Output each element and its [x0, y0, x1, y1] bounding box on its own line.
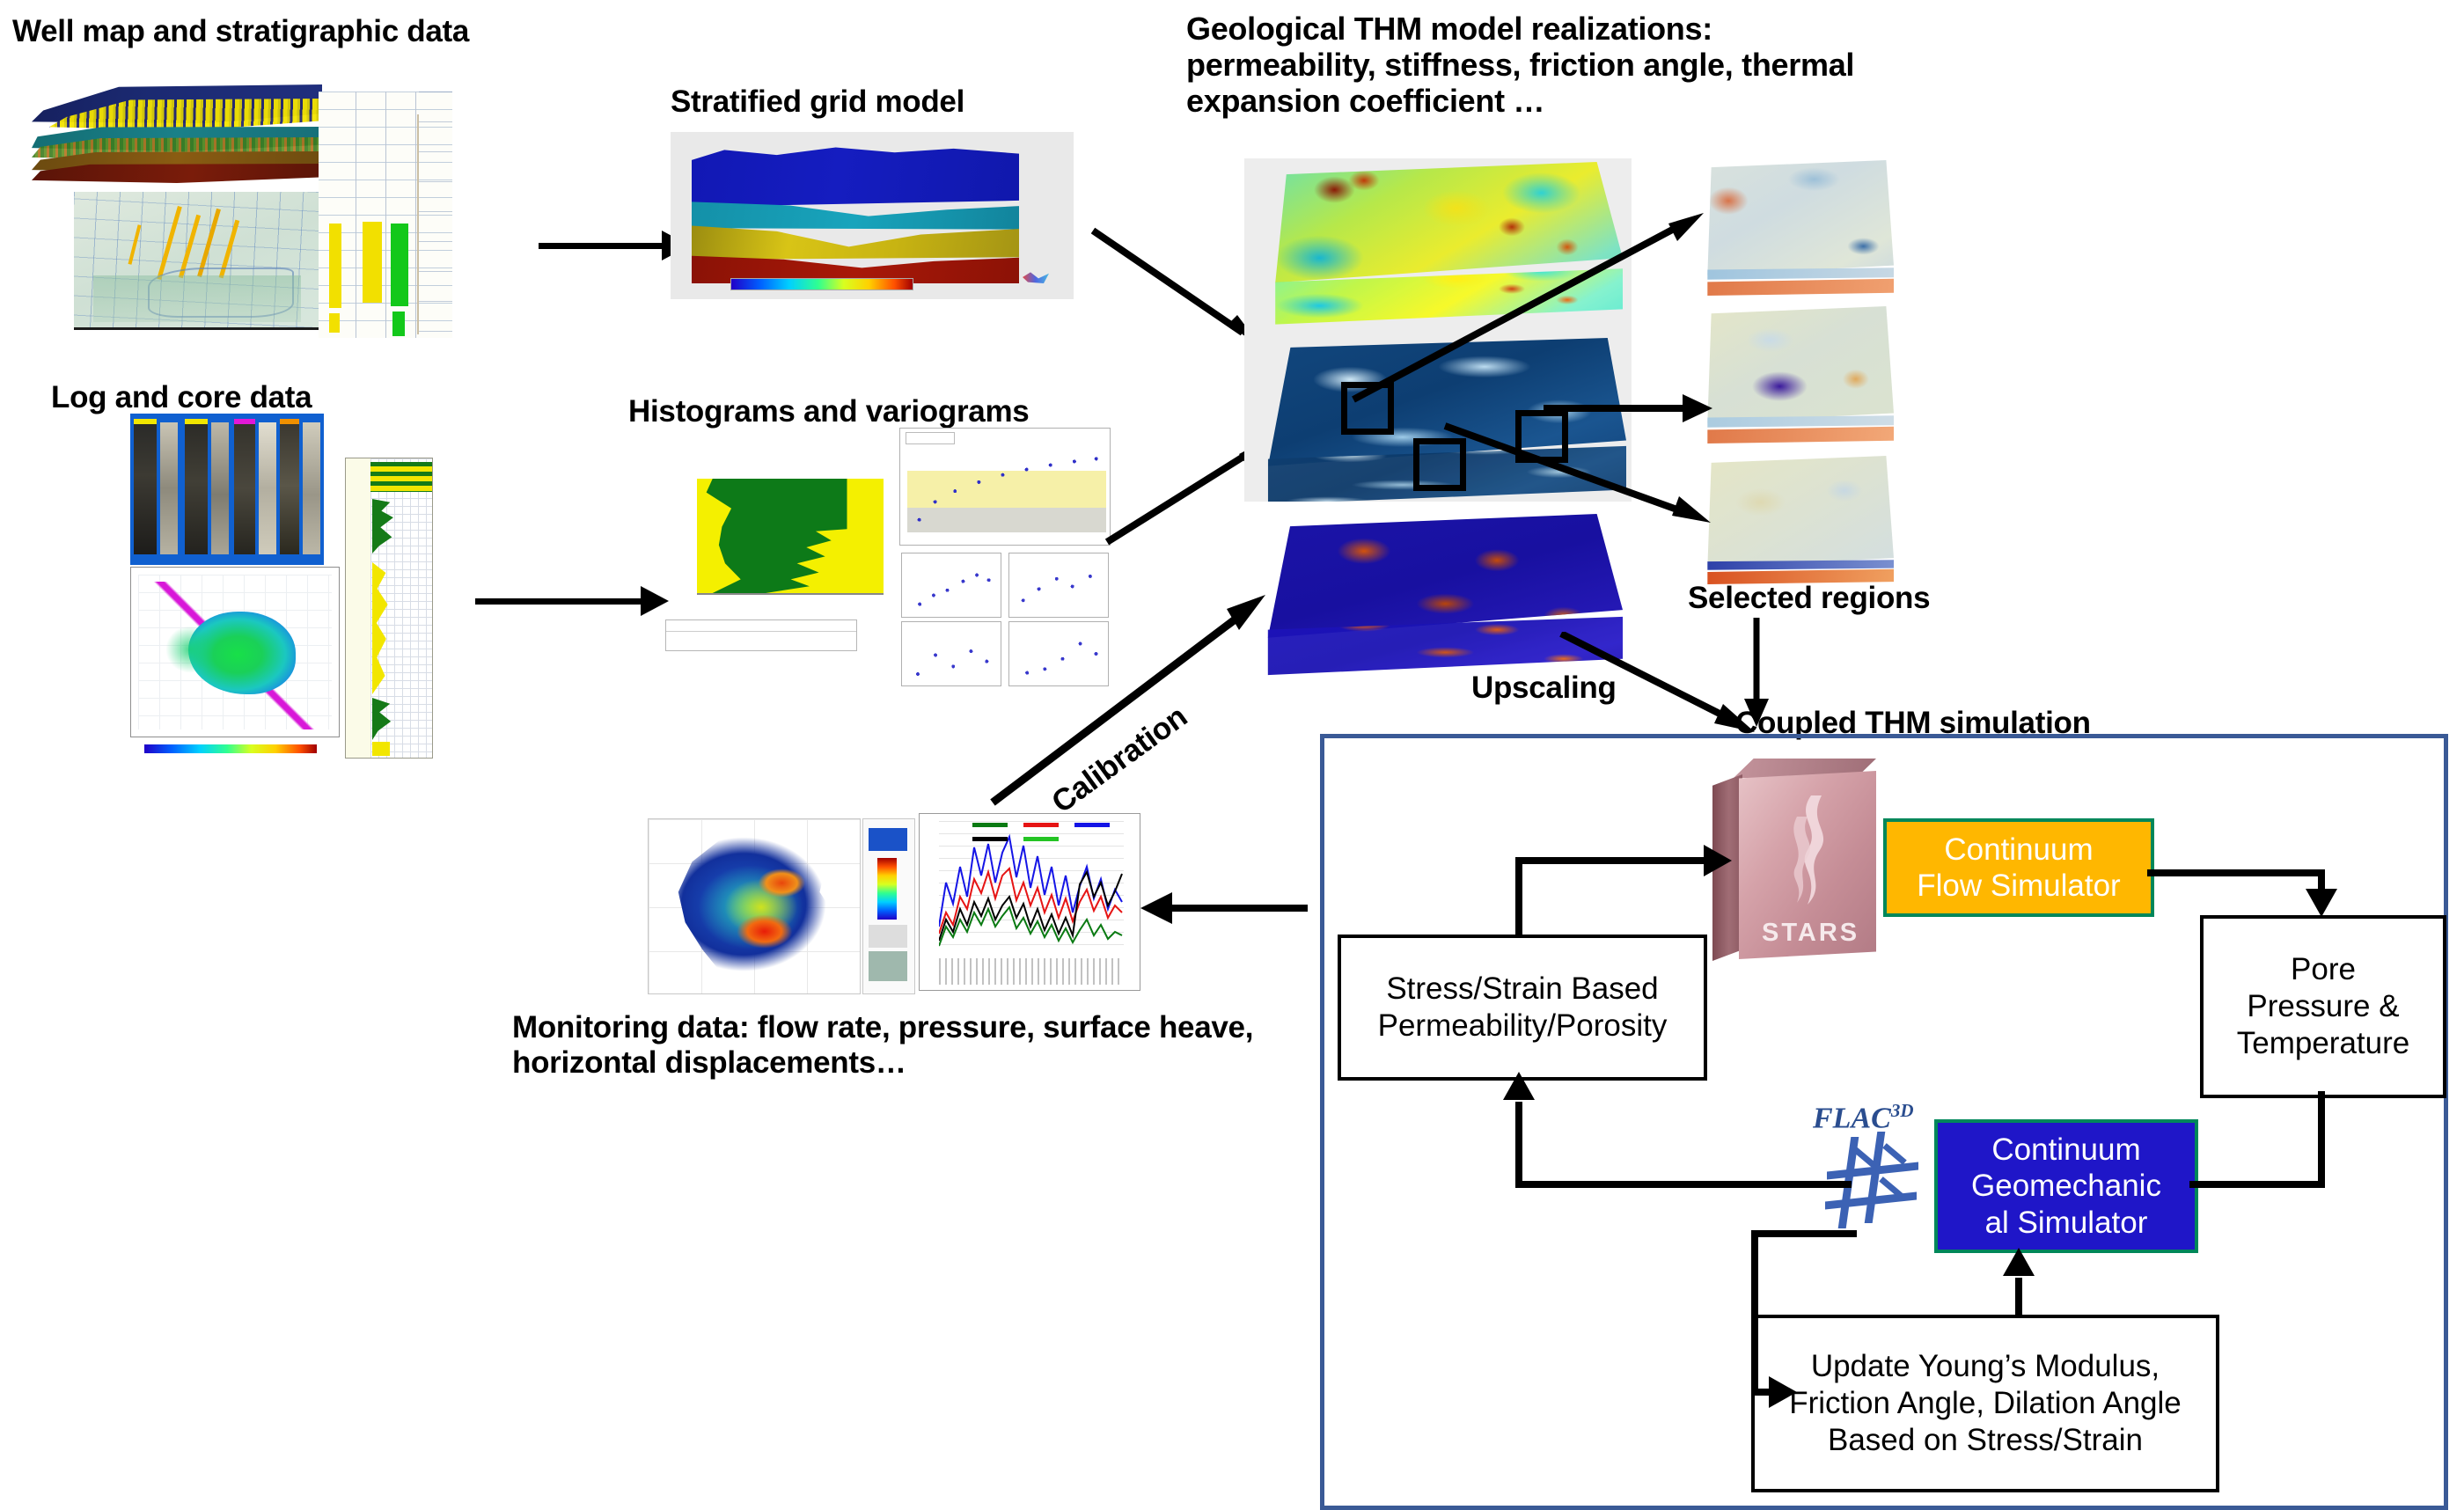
selected-region-box-3 [1413, 438, 1466, 491]
monitoring-timeseries-figure [919, 813, 1140, 991]
well-map-plan-figure [74, 192, 320, 330]
flac3d-logo-text: FLAC3D [1813, 1100, 1914, 1135]
update-parameters-label: Update Young’s Modulus, Friction Angle, … [1789, 1349, 2182, 1457]
well-log-strip-figure [319, 92, 452, 338]
selected-region-block-3 [1700, 456, 1903, 605]
continuum-flow-simulator-label: Continuum Flow Simulator [1917, 832, 2121, 903]
connector-geomech-to-stress-vertical [1515, 1102, 1522, 1188]
realization-block-permeability [1244, 158, 1632, 361]
connector-pore-to-geomech-horizontal [2189, 1181, 2325, 1188]
connector-geomech-to-update-horizontal-top [1751, 1230, 1857, 1237]
selected-regions-label: Selected regions [1688, 581, 1931, 615]
arrow-region1-to-selected1 [1345, 204, 1714, 407]
connector-geomech-to-stress-horizontal [1515, 1181, 1852, 1188]
core-crossplot-figure [130, 567, 340, 737]
core-crossplot-colorbar [144, 744, 317, 753]
monitoring-heatmap-figure [648, 818, 861, 994]
pore-pressure-temperature-label: Pore Pressure & Temperature [2236, 952, 2410, 1060]
arrow-logcore-to-histograms-head [641, 586, 669, 616]
connector-flow-to-pore-arrowhead [2306, 889, 2337, 917]
log-core-title: Log and core data [51, 380, 312, 414]
connector-stress-to-stars-horizontal [1515, 857, 1707, 864]
arrow-wellmap-to-grid-line [539, 243, 665, 249]
stress-strain-permeability-box[interactable]: Stress/Strain Based Permeability/Porosit… [1338, 935, 1707, 1081]
connector-geomech-to-update-vertical [1751, 1230, 1758, 1396]
stars-logo: STARS [1712, 759, 1878, 964]
connector-pore-to-geomech-vertical [2318, 1091, 2325, 1188]
stratified-grid-orientation-icon [1023, 272, 1049, 283]
arrow-region3-to-selected3 [1443, 421, 1716, 535]
selected-region-box-1 [1341, 382, 1394, 435]
realization-block-stiffness [1244, 333, 1632, 535]
well-map-stratigraphic-figure [32, 83, 322, 215]
log-curve-panel-figure [345, 458, 433, 759]
variogram-small-1-figure [901, 553, 1001, 618]
connector-stress-to-stars-arrowhead [1704, 845, 1732, 876]
geological-realizations-title: Geological THM model realizations: perme… [1186, 11, 1855, 120]
arrow-upscaling [1559, 630, 1762, 746]
selected-region-block-1 [1700, 160, 1903, 310]
upscaling-label: Upscaling [1471, 671, 1617, 705]
arrow-logcore-to-histograms-line [475, 598, 644, 605]
stratified-grid-figure [671, 132, 1074, 299]
variogram-small-4-figure [1008, 621, 1109, 686]
histogram-figure [692, 473, 887, 612]
variogram-small-2-figure [1008, 553, 1109, 618]
update-parameters-box[interactable]: Update Young’s Modulus, Friction Angle, … [1751, 1315, 2219, 1492]
continuum-flow-simulator-box[interactable]: Continuum Flow Simulator [1883, 818, 2154, 917]
histogram-table-figure [665, 619, 857, 651]
variogram-main-figure [899, 428, 1111, 546]
arrow-selected-to-coupled [1739, 616, 1774, 730]
monitoring-legend-figure [862, 818, 915, 994]
connector-flow-to-pore-vertical [2318, 869, 2325, 894]
stars-flame-icon [1781, 792, 1837, 908]
variogram-small-3-figure [901, 621, 1001, 686]
stratified-grid-title: Stratified grid model [671, 84, 965, 119]
connector-stress-to-stars-vertical [1515, 857, 1522, 936]
connector-update-to-geomech-vertical [2015, 1278, 2022, 1318]
core-photo-strip-figure [130, 414, 324, 565]
selected-region-block-2 [1700, 306, 1903, 459]
stratified-grid-colorbar [730, 278, 913, 290]
connector-geomech-to-update-horizontal-bottom [1751, 1389, 1774, 1396]
pore-pressure-temperature-box[interactable]: Pore Pressure & Temperature [2200, 915, 2446, 1098]
continuum-geomechanical-simulator-label: Continuum Geomechanic al Simulator [1971, 1132, 2161, 1240]
continuum-geomechanical-simulator-box[interactable]: Continuum Geomechanic al Simulator [1934, 1119, 2198, 1253]
arrow-thm-to-monitoring [1140, 889, 1308, 927]
realization-block-friction [1244, 502, 1632, 709]
histograms-title: Histograms and variograms [628, 394, 1030, 429]
stress-strain-permeability-label: Stress/Strain Based Permeability/Porosit… [1377, 971, 1668, 1043]
connector-geomech-to-update-arrowhead [1769, 1376, 1797, 1408]
connector-geomech-to-stress-arrowhead [1503, 1072, 1535, 1100]
stars-logo-word: STARS [1762, 919, 1860, 947]
well-map-title: Well map and stratigraphic data [12, 14, 470, 48]
arrow-calibration [987, 572, 1278, 810]
monitoring-label: Monitoring data: flow rate, pressure, su… [512, 1010, 1254, 1080]
arrow-region2-to-selected2 [1542, 389, 1718, 428]
connector-update-to-geomech-arrowhead [2003, 1248, 2035, 1276]
connector-flow-to-pore-horizontal [2147, 869, 2325, 876]
flac3d-logo: FLAC3D [1813, 1100, 1954, 1232]
